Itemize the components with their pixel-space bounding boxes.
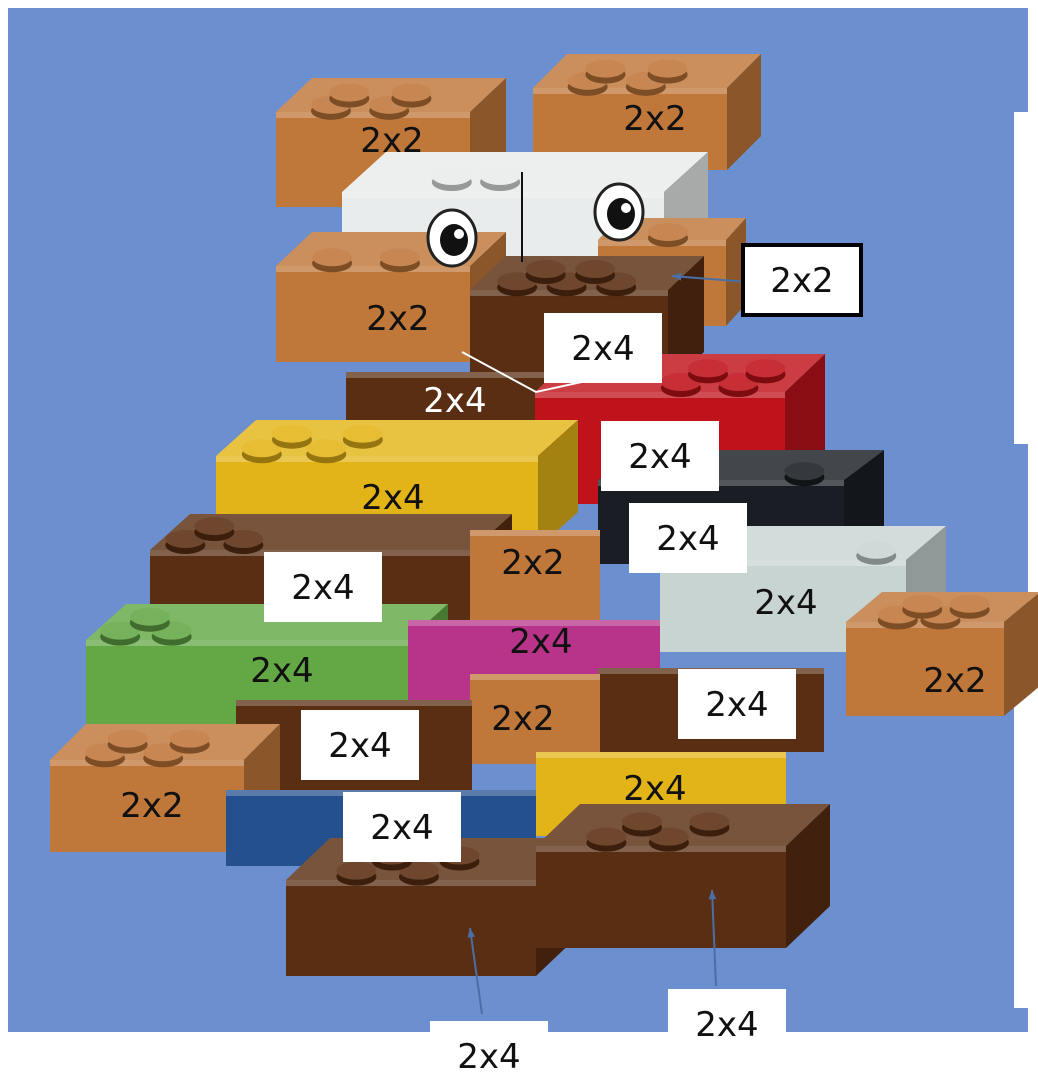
- brick-stud: [585, 60, 625, 78]
- size-label-text: 2x4: [705, 685, 768, 725]
- brick-stud: [432, 167, 472, 185]
- size-label-magenta: 2x4: [509, 622, 572, 662]
- brick-highlight: [470, 530, 600, 536]
- size-label-text: 2x4: [423, 381, 486, 421]
- brick-stud: [380, 248, 420, 266]
- brick-stud: [480, 167, 520, 185]
- brick-front-face: [536, 846, 786, 948]
- size-label-text: 2x2: [366, 299, 429, 339]
- size-label-left-tan-low: 2x2: [120, 786, 183, 826]
- size-label-black: 2x4: [629, 503, 747, 573]
- size-label-text: 2x4: [361, 478, 424, 518]
- size-label-lower-brown-right: 2x4: [678, 669, 796, 739]
- brick-stud: [784, 462, 824, 480]
- brick-stud: [648, 60, 688, 78]
- size-label-blue: 2x4: [343, 792, 461, 862]
- size-label-text: 2x2: [923, 661, 986, 701]
- brick-stud: [272, 425, 312, 443]
- size-label-text: 2x2: [623, 99, 686, 139]
- size-label-text: 2x4: [291, 568, 354, 608]
- brick-stud: [950, 595, 990, 613]
- size-label-head-tan-left: 2x2: [366, 299, 429, 339]
- size-label-text: 2x2: [770, 261, 833, 301]
- brick-stud: [746, 359, 786, 377]
- brick-highlight: [536, 752, 786, 758]
- size-label-text: 2x2: [120, 786, 183, 826]
- size-label-left-brown: 2x4: [264, 552, 382, 622]
- size-label-text: 2x4: [370, 808, 433, 848]
- eye-glint: [621, 203, 631, 213]
- size-label-text: 2x4: [328, 726, 391, 766]
- brick-stud: [526, 260, 566, 278]
- brick-stud: [856, 541, 896, 559]
- size-label-top-right-tan: 2x2: [623, 99, 686, 139]
- size-label-text: 2x4: [695, 1005, 758, 1045]
- size-label-red: 2x4: [601, 421, 719, 491]
- size-label-text: 2x4: [457, 1037, 520, 1074]
- brick-stud: [194, 517, 234, 535]
- size-label-text: 2x4: [571, 329, 634, 369]
- size-label-neck-brown: 2x4: [423, 381, 486, 421]
- brick-stud: [688, 359, 728, 377]
- brick-stud: [622, 813, 662, 831]
- size-label-text: 2x2: [501, 543, 564, 583]
- size-label-green: 2x4: [250, 651, 313, 691]
- size-label-text: 2x4: [754, 583, 817, 623]
- brick-stud: [312, 248, 352, 266]
- size-label-snout-brown: 2x4: [544, 313, 662, 383]
- brick-highlight: [276, 266, 470, 272]
- brick-stud: [586, 828, 626, 846]
- size-label-foot-right: 2x4: [668, 989, 786, 1059]
- size-label-head-tan-right: 2x2: [743, 245, 861, 315]
- brick-stud: [130, 608, 170, 626]
- brick-stud: [170, 730, 210, 748]
- size-label-text: 2x4: [509, 622, 572, 662]
- size-label-yellow-top: 2x4: [361, 478, 424, 518]
- size-label-text: 2x4: [628, 437, 691, 477]
- eye-pupil: [607, 198, 635, 230]
- right-edge-panel-bottom: [1014, 656, 1038, 1008]
- brick-stud: [575, 260, 615, 278]
- size-label-text: 2x2: [360, 121, 423, 161]
- brick-stud: [329, 84, 369, 102]
- brick-stud: [902, 595, 942, 613]
- brick-front-face: [286, 880, 536, 976]
- brick-stud: [108, 730, 148, 748]
- size-label-right-tan: 2x2: [923, 661, 986, 701]
- size-label-mid-tan: 2x2: [501, 543, 564, 583]
- size-label-lower-brown-left: 2x4: [301, 710, 419, 780]
- right-edge-panel-top: [1014, 112, 1038, 444]
- size-label-text: 2x4: [623, 769, 686, 809]
- size-label-top-left-tan: 2x2: [360, 121, 423, 161]
- eye-glint: [454, 229, 464, 239]
- brick-stud: [391, 84, 431, 102]
- brick-stud: [343, 425, 383, 443]
- brick-highlight: [236, 700, 472, 706]
- size-label-text: 2x2: [491, 699, 554, 739]
- size-label-white-right: 2x4: [754, 583, 817, 623]
- brick-foot-right: [536, 804, 830, 948]
- brick-stud: [306, 439, 346, 457]
- size-label-text: 2x4: [656, 519, 719, 559]
- brick-highlight: [470, 674, 600, 680]
- size-label-foot-left: 2x4: [430, 1021, 548, 1074]
- size-label-yellow-low: 2x4: [623, 769, 686, 809]
- size-label-lower-tan: 2x2: [491, 699, 554, 739]
- brick-stud: [689, 813, 729, 831]
- brick-stud: [648, 223, 688, 241]
- brick-stud: [336, 862, 376, 880]
- eye-pupil: [440, 224, 468, 256]
- size-label-text: 2x4: [250, 651, 313, 691]
